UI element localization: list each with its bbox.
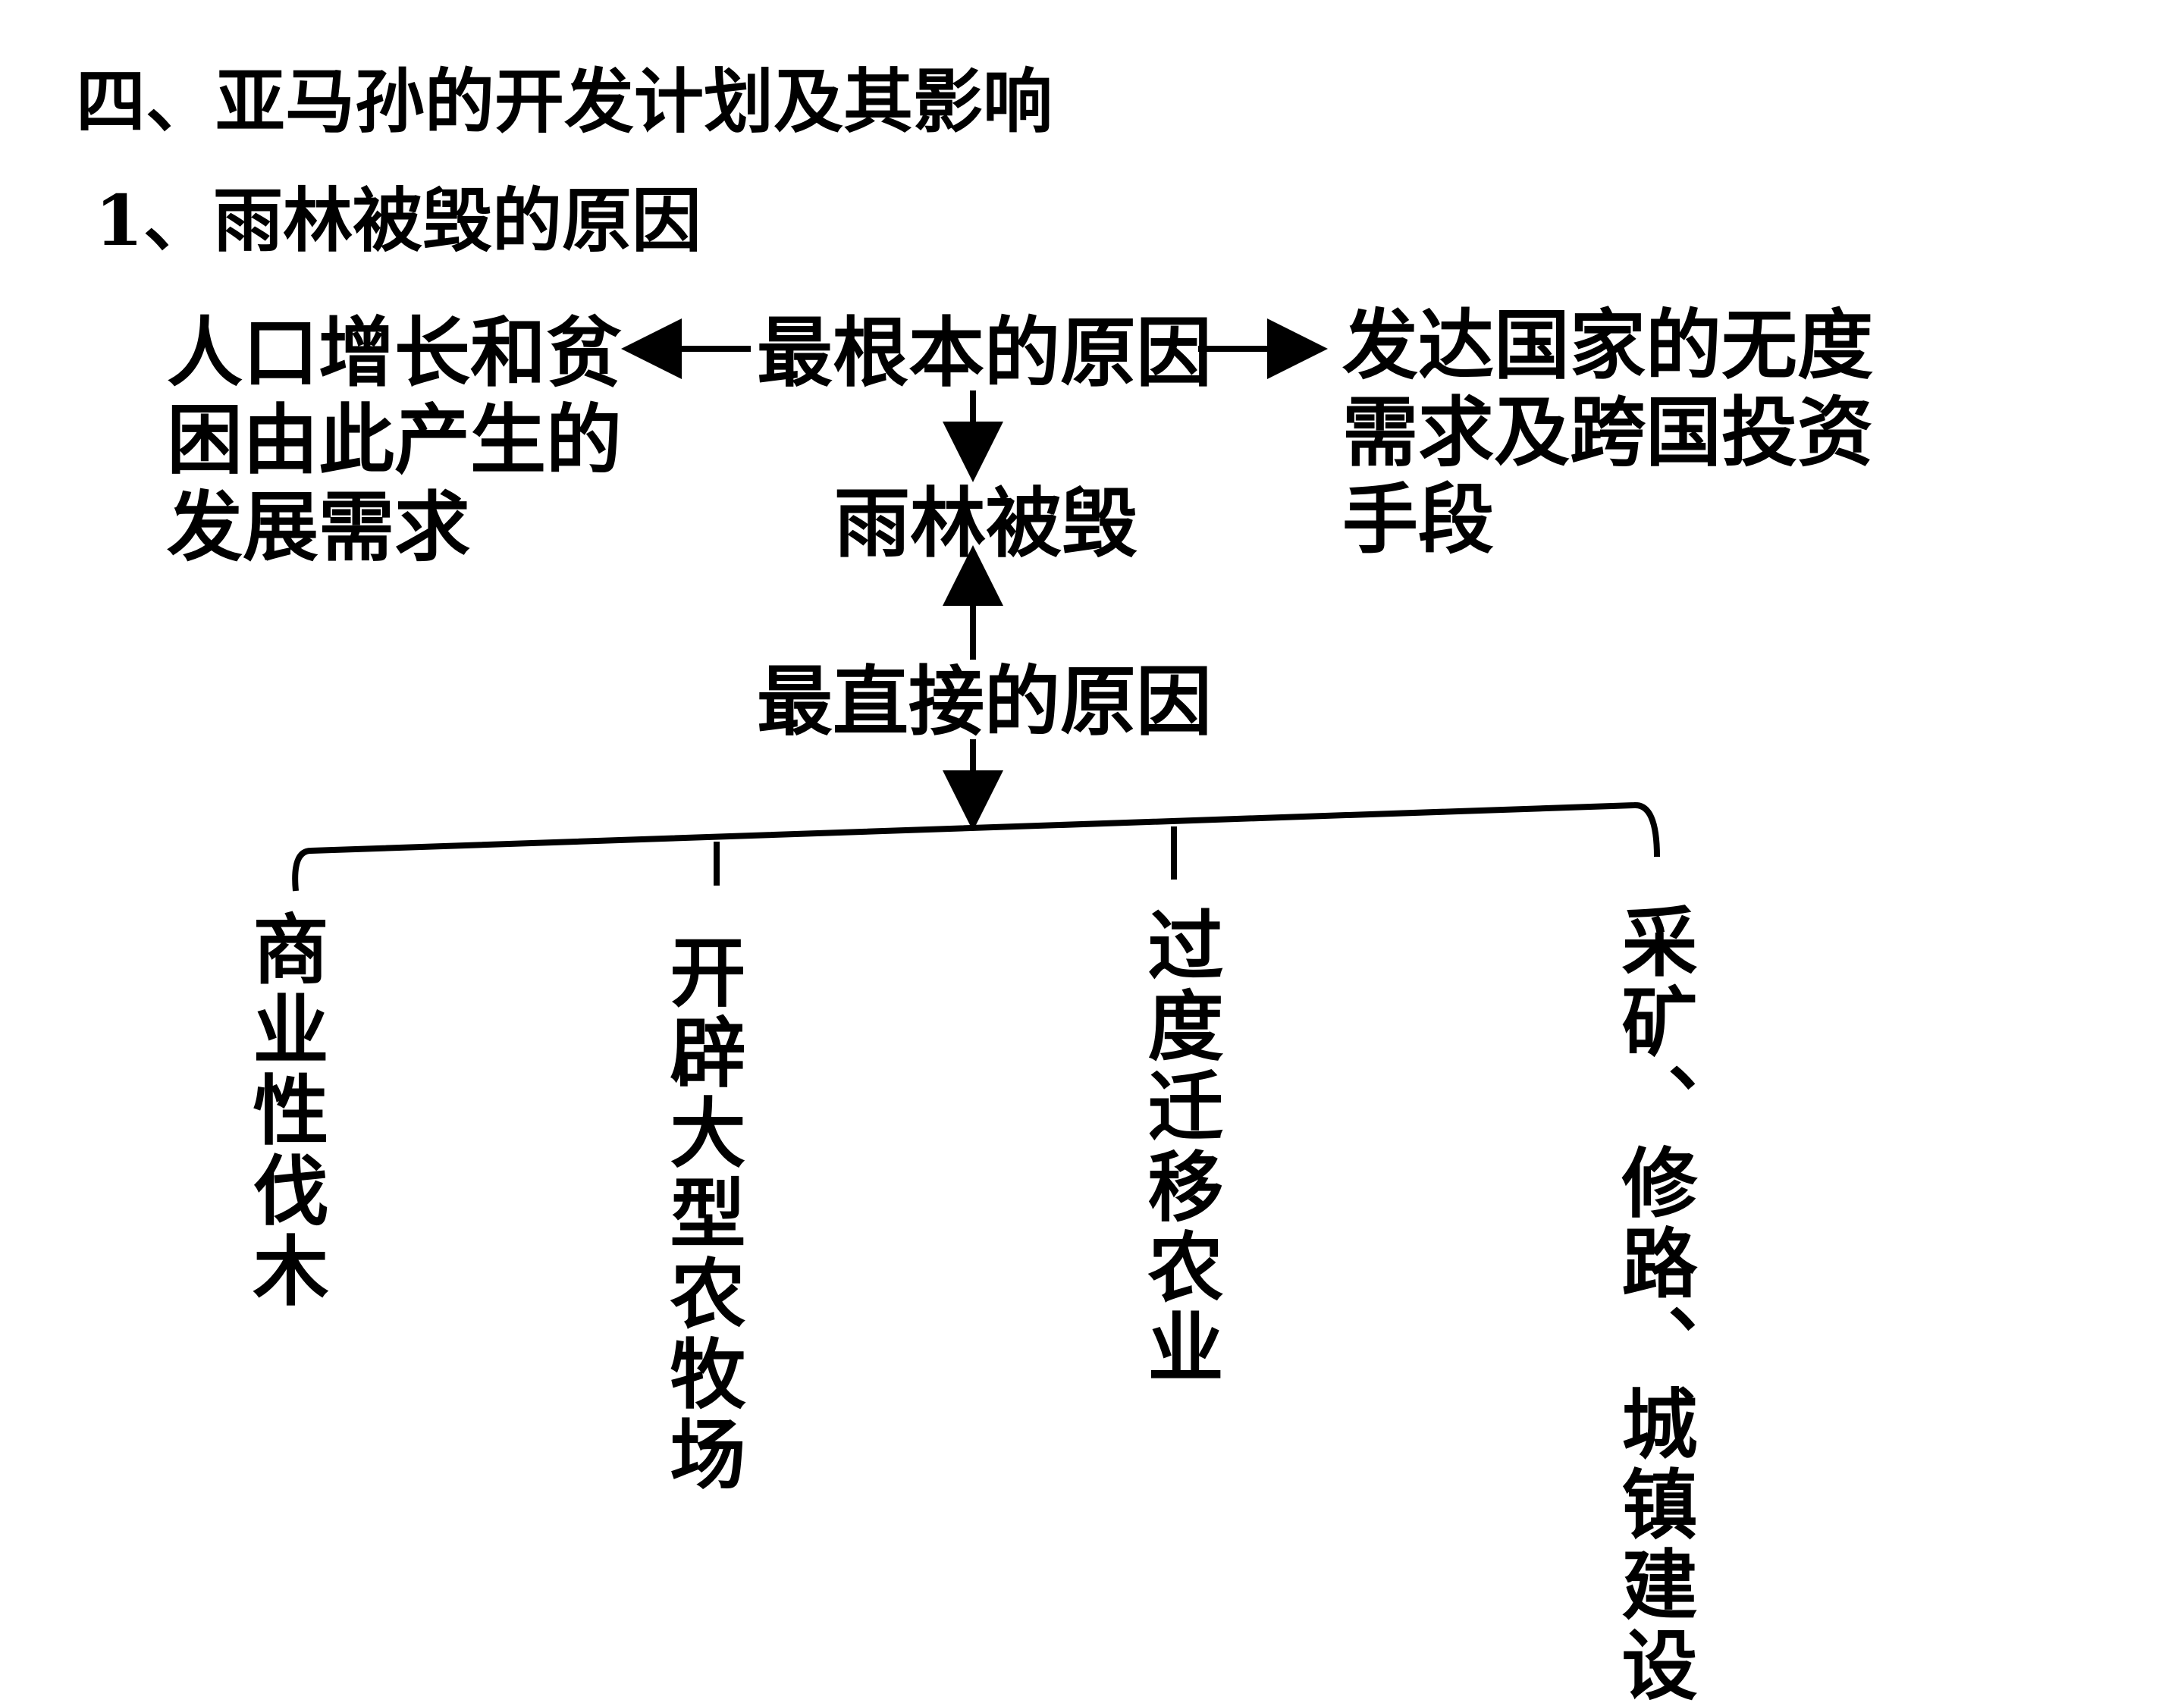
section-subtitle: 1、雨林被毁的原因 xyxy=(95,180,702,262)
left-cause-line-3: 发展需求 xyxy=(167,482,470,572)
right-cause-line-3: 手段 xyxy=(1342,475,1494,564)
branch-shifting-agriculture: 过度迁移农业 xyxy=(1134,906,1224,1388)
page-title: 四、亚马孙的开发计划及其影响 xyxy=(76,61,1053,143)
left-cause-line-1: 人口增长和贫 xyxy=(167,308,622,397)
left-cause-line-2: 困由此产生的 xyxy=(167,395,622,485)
branch-mining-roads-towns: 采矿、修路、城镇建设 xyxy=(1608,902,1698,1706)
direct-cause-node: 最直接的原因 xyxy=(757,657,1212,746)
root-cause-node: 最根本的原因 xyxy=(757,308,1212,397)
right-cause-line-1: 发达国家的无度 xyxy=(1342,300,1873,390)
branch-large-farms: 开辟大型农牧场 xyxy=(657,933,746,1495)
connector-lines xyxy=(292,318,1660,892)
right-cause-line-2: 需求及跨国投资 xyxy=(1342,387,1873,477)
branch-commercial-logging: 商业性伐木 xyxy=(240,910,329,1312)
branch-bracket xyxy=(292,802,1660,892)
